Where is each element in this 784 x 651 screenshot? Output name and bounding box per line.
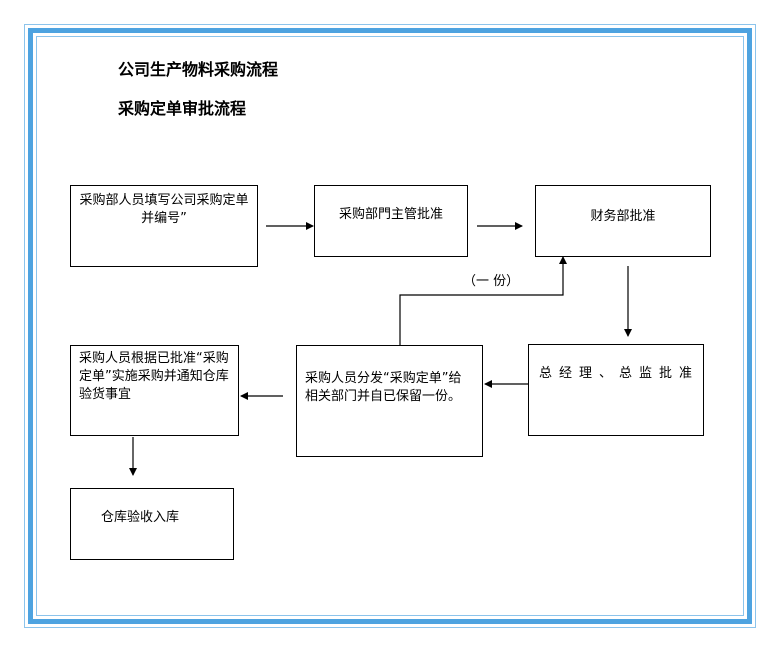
dept-approve-label: 采购部門主管批准 bbox=[338, 207, 443, 222]
warehouse-label: 仓库验收入库 bbox=[101, 510, 180, 525]
main-title: 公司生产物料采购流程 bbox=[118, 60, 279, 79]
gm-approve-label: 总经理、总监批准 bbox=[539, 366, 700, 381]
fill-order-label: 采购部人员填写公司采购定单并编号” bbox=[79, 193, 249, 226]
distribute-box: 采购人员分发“采购定单”给相关部门并自已保留一份。 bbox=[296, 345, 483, 457]
execute-purchase-box: 采购人员根据已批准“采购定单”实施采购并通知仓库验货事宜 bbox=[70, 345, 239, 436]
finance-approve-box: 财务部批准 bbox=[535, 185, 711, 257]
subtitle: 采购定单审批流程 bbox=[118, 99, 247, 118]
inner-border bbox=[36, 36, 744, 616]
dept-approve-box: 采购部門主管批准 bbox=[314, 185, 468, 257]
fill-order-box: 采购部人员填写公司采购定单并编号” bbox=[70, 185, 258, 267]
one-copy-note: （一 份） bbox=[463, 274, 520, 289]
finance-approve-label: 财务部批准 bbox=[590, 209, 656, 224]
distribute-label: 采购人员分发“采购定单”给相关部门并自已保留一份。 bbox=[305, 371, 462, 404]
gm-approve-box: 总经理、总监批准 bbox=[528, 344, 704, 436]
outer-border bbox=[24, 24, 756, 628]
page-border bbox=[28, 28, 752, 624]
execute-purchase-label: 采购人员根据已批准“采购定单”实施采购并通知仓库验货事宜 bbox=[79, 351, 229, 402]
warehouse-box: 仓库验收入库 bbox=[70, 488, 234, 560]
